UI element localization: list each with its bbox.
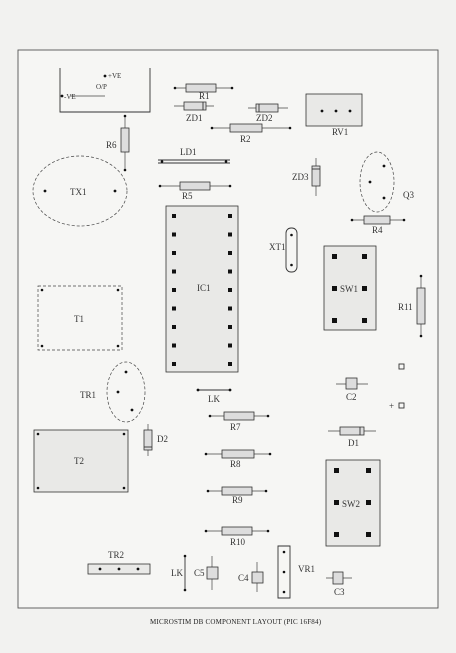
diode-d2 — [143, 424, 153, 456]
resistor-r11 — [416, 274, 426, 338]
c5-label: C5 — [194, 568, 205, 578]
c3-label: C3 — [334, 587, 345, 597]
lk-bottom-label: LK — [171, 568, 183, 578]
chip-ic1 — [165, 205, 239, 373]
resistor-r9 — [206, 486, 268, 496]
lk-mid-label: LK — [208, 394, 220, 404]
resistor-r4 — [350, 215, 406, 225]
zener-zd1 — [174, 101, 214, 111]
ic1-pin-pad — [228, 343, 232, 348]
ic1-pin-pad — [172, 214, 176, 218]
link-ld1 — [158, 159, 230, 164]
zener-zd3 — [311, 158, 321, 196]
capacitor-c2 — [336, 377, 368, 390]
ld1-label: LD1 — [180, 147, 197, 157]
r4-label: R4 — [372, 225, 383, 235]
transistor-tr1 — [106, 361, 146, 423]
r2-label: R2 — [240, 134, 251, 144]
transducer-tx1 — [32, 155, 128, 227]
ic1-pin-pad — [172, 251, 176, 255]
ic1-pin-pad — [228, 251, 232, 255]
ic1-label: IC1 — [197, 283, 211, 293]
pos-ve-label: +VE — [108, 72, 121, 80]
xt1-label: XT1 — [269, 242, 286, 252]
vr1-label: VR1 — [298, 564, 315, 574]
r10-label: R10 — [230, 537, 246, 547]
r5-label: R5 — [182, 191, 193, 201]
t2-label: T2 — [74, 456, 84, 466]
resistor-r7 — [208, 411, 270, 421]
ic1-pin-pad — [172, 288, 176, 292]
transformer-t2 — [33, 429, 129, 493]
ic1-pin-pad — [172, 362, 176, 366]
resistor-r5 — [158, 181, 232, 191]
pad-square — [398, 363, 405, 370]
d2-label: D2 — [157, 434, 168, 444]
transistor-tr2 — [87, 563, 151, 575]
tr1-label: TR1 — [80, 390, 96, 400]
crystal-xt1 — [285, 227, 298, 273]
transistor-q3 — [359, 151, 395, 213]
zd2-label: ZD2 — [256, 113, 273, 123]
q3-label: Q3 — [403, 190, 414, 200]
resistor-r8 — [204, 449, 272, 459]
regulator-vr1 — [277, 545, 291, 599]
resistor-r10 — [204, 526, 270, 536]
c4-label: C4 — [238, 573, 249, 583]
r6-label: R6 — [106, 140, 117, 150]
capacitor-c5 — [206, 556, 219, 590]
resistor-r6 — [120, 114, 130, 172]
r11-label: R11 — [398, 302, 413, 312]
zd3-label: ZD3 — [292, 172, 309, 182]
sw2-label: SW2 — [342, 499, 360, 509]
link-lk-mid — [196, 388, 232, 392]
ic1-pin-pad — [172, 325, 176, 329]
diagram-caption: MICROSTIM DB COMPONENT LAYOUT (PIC 16F84… — [150, 618, 322, 626]
ic1-pin-pad — [228, 214, 232, 218]
trimpot-rv1 — [305, 93, 363, 127]
output-connector — [59, 68, 151, 113]
op-label: O/P — [96, 83, 107, 91]
t1-label: T1 — [74, 314, 84, 324]
c2-label: C2 — [346, 392, 357, 402]
d1-label: D1 — [348, 438, 359, 448]
r7-label: R7 — [230, 422, 241, 432]
tx1-label: TX1 — [70, 187, 87, 197]
transformer-t1 — [37, 285, 123, 351]
ic1-pin-pad — [172, 232, 176, 237]
rv1-label: RV1 — [332, 127, 348, 137]
ic1-pin-pad — [228, 288, 232, 292]
ic1-pin-pad — [172, 306, 176, 311]
switch-sw2 — [325, 459, 381, 547]
neg-ve-label: -VE — [64, 93, 76, 101]
r1-label: R1 — [199, 91, 210, 101]
link-lk-bottom — [183, 554, 187, 592]
ic1-pin-pad — [228, 362, 232, 366]
zener-zd2 — [248, 103, 288, 113]
r8-label: R8 — [230, 459, 241, 469]
plus-label: + — [389, 401, 394, 411]
capacitor-c3 — [326, 571, 352, 585]
sw1-label: SW1 — [340, 284, 358, 294]
pad-square-plus — [398, 402, 405, 409]
resistor-r1 — [173, 83, 234, 93]
tr2-label: TR2 — [108, 550, 124, 560]
ic1-pin-pad — [228, 306, 232, 311]
resistor-r2 — [210, 123, 292, 133]
ic1-pin-pad — [228, 269, 232, 274]
ic1-pin-pad — [228, 325, 232, 329]
ic1-pin-pad — [172, 269, 176, 274]
switch-sw1 — [323, 245, 377, 331]
zd1-label: ZD1 — [186, 113, 203, 123]
r9-label: R9 — [232, 495, 243, 505]
ic1-pin-pad — [228, 232, 232, 237]
capacitor-c4 — [251, 562, 264, 592]
ic1-pin-pad — [172, 343, 176, 348]
diode-d1 — [328, 426, 376, 436]
